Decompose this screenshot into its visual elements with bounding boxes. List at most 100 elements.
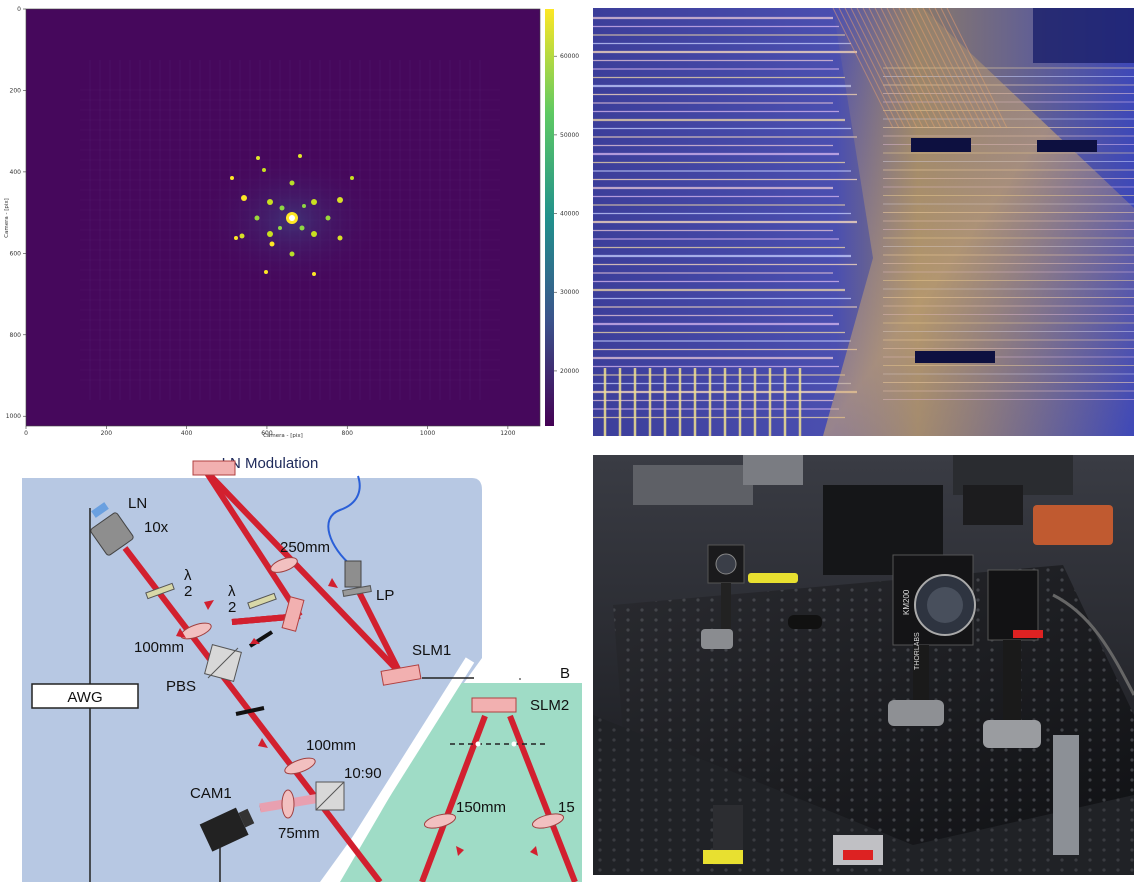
half-wave-2-label: λ xyxy=(228,583,236,600)
heatmap-xtick-label: 600 xyxy=(261,430,273,437)
diffraction-spot xyxy=(311,199,317,205)
diffraction-spot xyxy=(302,204,306,208)
heatmap-ytick-label: 800 xyxy=(10,332,22,339)
diffraction-spot xyxy=(230,176,234,180)
lens-100-top-label: 100mm xyxy=(134,639,184,656)
km200-mirror-mount: KM200 THORLABS xyxy=(888,554,976,726)
diffraction-spot xyxy=(289,251,295,257)
diffraction-spot xyxy=(289,215,295,221)
heatmap-xtick-label: 1000 xyxy=(420,430,435,437)
diffraction-spot xyxy=(350,176,354,180)
section-b-label: B xyxy=(560,665,570,682)
lab-bench-photo: KM200 THORLABS xyxy=(593,455,1134,875)
diffraction-spot xyxy=(311,231,317,237)
diffraction-spot xyxy=(234,236,238,240)
cam1-label: CAM1 xyxy=(190,785,232,802)
diffraction-spot xyxy=(267,231,273,237)
lens-75mm xyxy=(281,789,295,819)
heatmap-ytick-label: 0 xyxy=(17,6,21,13)
heatmap-colorbar xyxy=(545,9,554,426)
diffraction-spot xyxy=(262,168,266,172)
diffraction-spot xyxy=(298,154,302,158)
fiber-power-meter xyxy=(1033,505,1113,545)
fiber-input xyxy=(327,475,361,567)
lens-100-bottom-label: 100mm xyxy=(306,737,356,754)
half-wave-2-den: 2 xyxy=(228,599,236,616)
diffraction-spot xyxy=(279,205,285,211)
heatmap-xlabel: Camera - [pix] xyxy=(263,433,303,439)
colorbar-tick-label: 30000 xyxy=(560,289,579,296)
chip-micrograph xyxy=(593,8,1134,436)
cable xyxy=(1052,593,1134,696)
heatmap-ytick-label: 200 xyxy=(10,87,22,94)
heatmap-ytick-label: 600 xyxy=(10,250,22,257)
diffraction-spot xyxy=(254,215,260,221)
diffraction-spot xyxy=(278,226,282,230)
chip-pad-1 xyxy=(911,138,971,152)
heatmap-ytick-label: 400 xyxy=(10,169,22,176)
lens-250-label: 250mm xyxy=(280,539,330,556)
optical-diagram-svg: LN Modulation xyxy=(22,455,582,882)
heatmap-xtick-label: 0 xyxy=(24,430,28,437)
km200-label: KM200 xyxy=(902,589,911,615)
slm1 xyxy=(380,664,422,686)
diffraction-spot xyxy=(325,215,331,221)
diffraction-spot xyxy=(256,156,260,160)
mirror-mount-left xyxy=(701,544,745,649)
heatmap-xtick-label: 1200 xyxy=(500,430,515,437)
half-wave-1-den: 2 xyxy=(184,583,192,600)
diagram-title: LN Modulation xyxy=(222,455,319,472)
thorlabs-label: THORLABS xyxy=(914,632,921,670)
rack-equipment-1 xyxy=(633,465,753,505)
lens-150-right-label: 15 xyxy=(558,799,575,816)
heatmap-diffraction-spots xyxy=(230,154,354,276)
cam1 xyxy=(199,807,255,852)
beam-direction-arrows xyxy=(176,578,538,856)
heatmap-xtick-label: 800 xyxy=(342,430,354,437)
heatmap-xtick-label: 200 xyxy=(101,430,113,437)
heatmap-xtick-label: 400 xyxy=(181,430,193,437)
lp-label: LP xyxy=(376,587,394,604)
diffraction-spot xyxy=(299,225,305,231)
diffraction-spot xyxy=(312,272,316,276)
colorbar-tick-label: 50000 xyxy=(560,132,579,139)
objective-label: 10x xyxy=(144,519,169,536)
optical-setup-diagram: LN Modulation xyxy=(0,448,582,882)
ln-modulation-panel xyxy=(22,478,482,882)
lens-75-label: 75mm xyxy=(278,825,320,842)
ln-objective xyxy=(90,502,134,556)
top-mirror xyxy=(192,460,236,476)
ln-label: LN xyxy=(128,495,147,512)
slm2-label: SLM2 xyxy=(530,697,569,714)
heatmap-faint-grid xyxy=(80,60,500,400)
table-leg-right xyxy=(1053,735,1079,855)
heatmap-ytick-label: 1000 xyxy=(6,413,21,420)
diffraction-spot xyxy=(337,197,343,203)
diffraction-spot xyxy=(267,199,273,205)
post-holder-right xyxy=(983,569,1041,748)
lens-holder-small xyxy=(748,573,822,629)
half-wave-plate-2 xyxy=(247,592,277,610)
awg-label: AWG xyxy=(67,689,102,706)
km200-base-clamp xyxy=(888,700,944,726)
splitter-label: 10:90 xyxy=(344,765,382,782)
lab-bench-photo-image: KM200 THORLABS xyxy=(593,455,1134,875)
lp-mount xyxy=(344,560,362,588)
colorbar-tick-label: 40000 xyxy=(560,211,579,218)
chip-pad-2 xyxy=(1037,140,1097,152)
camera-housing xyxy=(963,485,1023,525)
half-wave-plate-1 xyxy=(145,582,175,600)
colorbar-tick-label: 60000 xyxy=(560,53,579,60)
chip-micrograph-image xyxy=(593,8,1134,436)
diffraction-spot xyxy=(289,180,295,186)
lens-100mm-bottom xyxy=(284,757,316,775)
diffraction-spot xyxy=(239,233,245,239)
pbs-label: PBS xyxy=(166,678,196,695)
lens-150mm-right xyxy=(531,813,565,829)
heatmap-ylabel: Camera - [pix] xyxy=(4,198,10,238)
diffraction-spot xyxy=(269,241,275,247)
lens-250mm xyxy=(270,557,298,573)
diffraction-spot xyxy=(241,195,247,201)
